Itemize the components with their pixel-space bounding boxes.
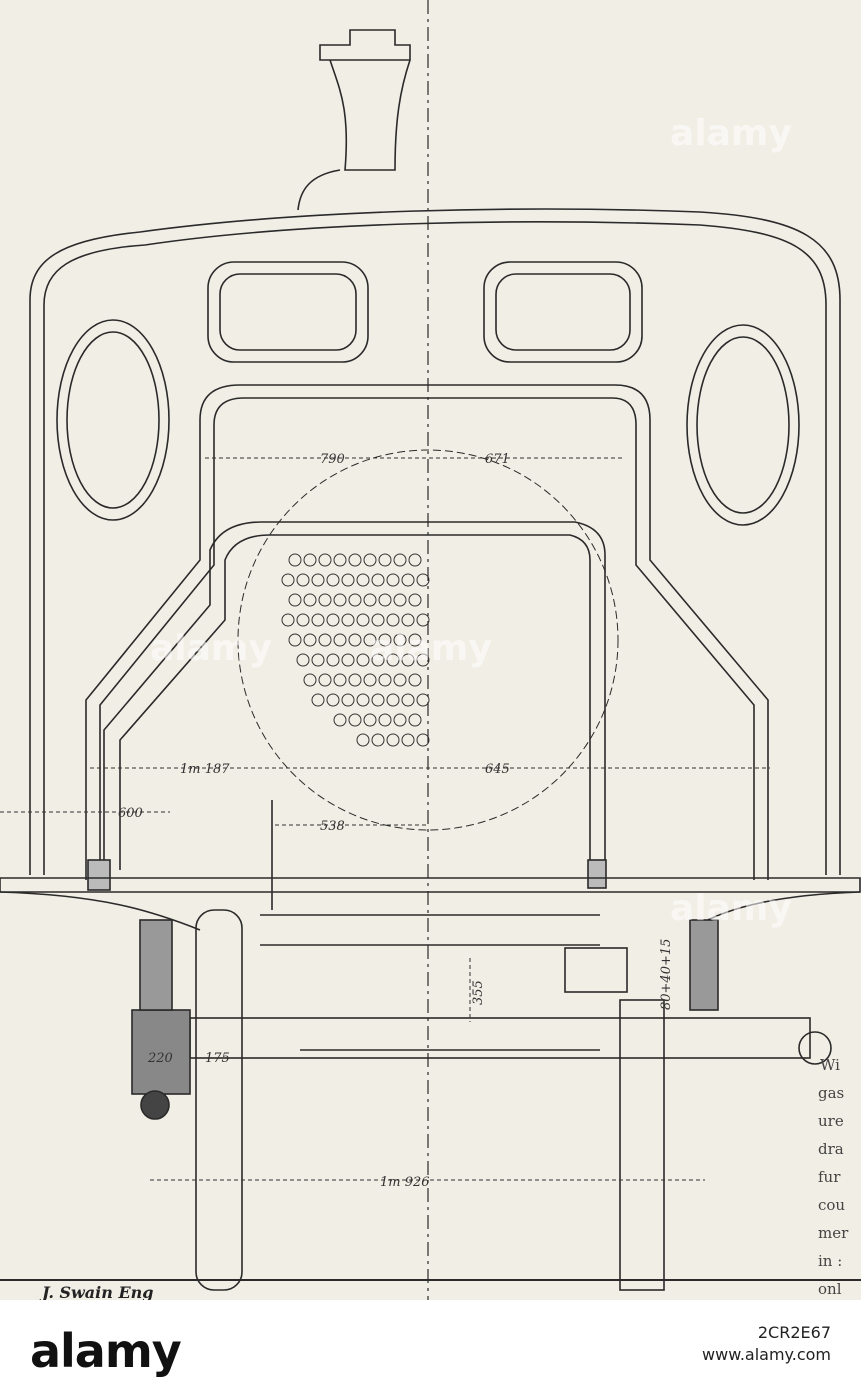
dim-355: 355 [471, 980, 486, 1005]
svg-text:alamy: alamy [670, 113, 792, 154]
window-left-side [56, 319, 170, 521]
svg-text:alamy: alamy [670, 888, 792, 929]
site-url: www.alamy.com [702, 1345, 831, 1364]
watermark: alamy alamy alamy alamy [150, 113, 792, 929]
svg-text:alamy: alamy [370, 628, 492, 669]
dim-790: 790 [320, 452, 345, 467]
side-text-line: gas [818, 1084, 844, 1102]
window-left-upper [207, 261, 369, 363]
dim-80-40-15: 80+40+15 [659, 939, 674, 1010]
firebox-outer [85, 384, 769, 880]
side-text-line: mer [818, 1224, 849, 1242]
dim-645: 645 [485, 762, 510, 777]
dim-220: 220 [147, 1051, 173, 1066]
side-text-line: ure [818, 1112, 844, 1130]
side-text-line: Wi [820, 1056, 840, 1074]
cab-outline [29, 208, 841, 875]
side-text-column: Wi gas ure dra fur cou mer in : onl [818, 1056, 849, 1298]
side-text-line: dra [818, 1140, 844, 1158]
wheel-right [619, 999, 665, 1291]
dim-671: 671 [485, 452, 510, 467]
wheel-left [195, 909, 243, 1291]
stock-footer: alamy 2CR2E67 www.alamy.com [0, 1300, 861, 1390]
alamy-logo: alamy [30, 1324, 182, 1378]
side-text-line: cou [818, 1196, 845, 1214]
window-right-side [686, 324, 800, 526]
locomotive-cross-section-drawing: 790 671 1m 187 645 600 538 355 80+40+15 … [0, 0, 861, 1300]
boiler-tubes [281, 553, 430, 747]
window-right-upper [483, 261, 643, 363]
dim-1926: 1m 926 [380, 1175, 430, 1190]
engraver-signature: J. Swain Eng [39, 1283, 153, 1300]
side-text-line: fur [818, 1168, 841, 1186]
boiler-outline [237, 449, 619, 831]
dim-1187: 1m 187 [180, 762, 230, 777]
firebox-inner [119, 534, 591, 870]
dim-175: 175 [205, 1051, 230, 1066]
axle [189, 1017, 811, 1059]
svg-text:alamy: alamy [150, 628, 272, 669]
image-id: 2CR2E67 [757, 1323, 831, 1342]
dim-600: 600 [118, 806, 143, 821]
chimney [319, 29, 411, 171]
side-text-line: in : [818, 1252, 842, 1270]
dim-538: 538 [320, 819, 345, 834]
image-meta: 2CR2E67 www.alamy.com [702, 1322, 831, 1366]
side-text-line: onl [818, 1280, 842, 1298]
